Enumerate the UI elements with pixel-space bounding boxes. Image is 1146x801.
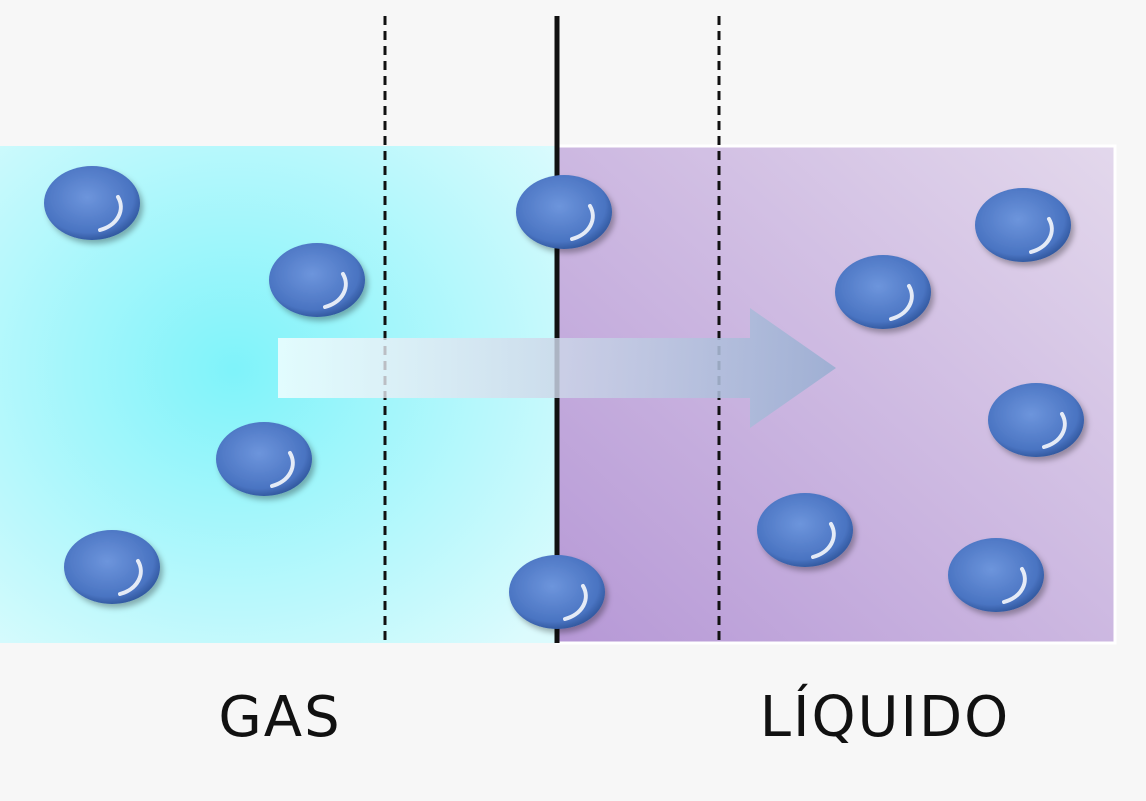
molecule-highlight — [270, 451, 295, 488]
molecule-sphere — [216, 422, 312, 496]
interface-molecule — [516, 175, 612, 249]
molecule-highlight — [1002, 567, 1027, 604]
molecule-highlight — [570, 204, 595, 241]
liquid-molecule — [975, 188, 1071, 262]
molecule-sphere — [44, 166, 140, 240]
molecule-highlight — [323, 272, 348, 309]
liquid-phase-label: LÍQUIDO — [759, 685, 1011, 750]
gas-molecule — [64, 530, 160, 604]
mass-transfer-arrow — [278, 308, 836, 428]
gas-molecule — [269, 243, 365, 317]
gas-molecule — [216, 422, 312, 496]
molecule-highlight — [889, 284, 914, 321]
molecule-highlight — [1029, 217, 1054, 254]
molecule-sphere — [757, 493, 853, 567]
gas-phase-label: GAS — [218, 685, 342, 750]
interface-molecule — [509, 555, 605, 629]
molecule-sphere — [509, 555, 605, 629]
gas-molecule — [44, 166, 140, 240]
molecule-sphere — [988, 383, 1084, 457]
molecule-sphere — [948, 538, 1044, 612]
liquid-molecule — [988, 383, 1084, 457]
molecule-highlight — [811, 522, 836, 559]
molecule-sphere — [835, 255, 931, 329]
molecule-sphere — [64, 530, 160, 604]
molecule-sphere — [269, 243, 365, 317]
molecule-highlight — [563, 584, 588, 621]
molecule-sphere — [516, 175, 612, 249]
liquid-molecule — [835, 255, 931, 329]
molecule-highlight — [118, 559, 143, 596]
molecule-highlight — [1042, 412, 1067, 449]
liquid-molecule — [948, 538, 1044, 612]
molecule-sphere — [975, 188, 1071, 262]
molecule-highlight — [98, 195, 123, 232]
liquid-molecule — [757, 493, 853, 567]
molecules — [44, 166, 1084, 629]
